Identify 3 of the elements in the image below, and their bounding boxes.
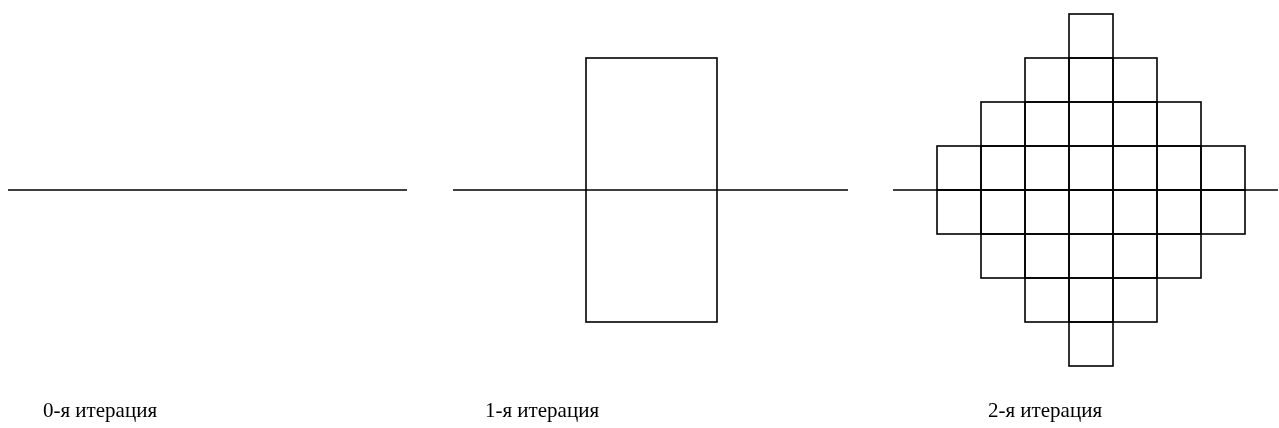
iteration-caption: 0-я итерация <box>42 398 158 423</box>
iteration-caption: 2-я итерация <box>987 398 1103 423</box>
iteration-caption: 1-я итерация <box>484 398 600 423</box>
